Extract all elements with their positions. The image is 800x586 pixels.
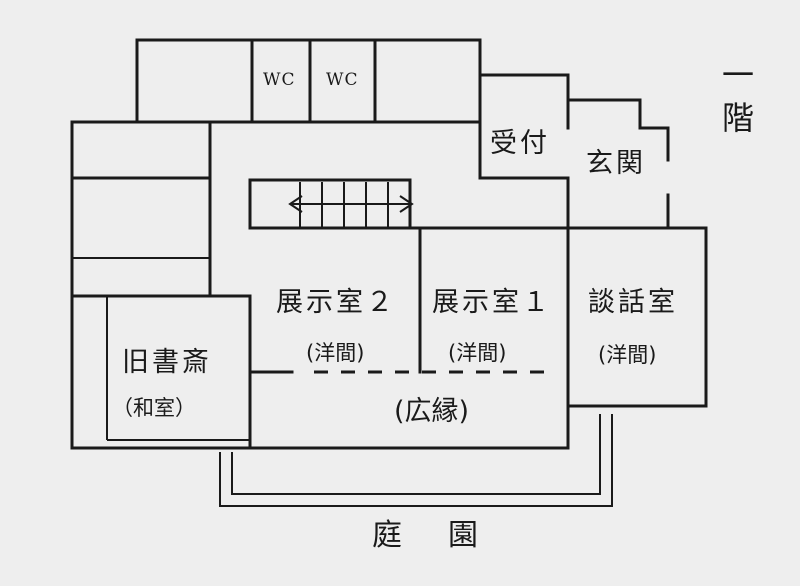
stair-arrow-right-icon xyxy=(399,195,414,213)
study-type-label: （和室） xyxy=(112,396,196,420)
stair-arrow-left-icon xyxy=(288,195,303,213)
garden-path-outer xyxy=(219,414,613,507)
exhibit1-type-label: (洋間) xyxy=(448,341,507,365)
exhibit2-label: 展示室２ xyxy=(276,287,396,318)
wc-label-1: WC xyxy=(263,70,296,90)
floor-label: 一階 xyxy=(722,56,755,138)
garden-path-inner xyxy=(231,414,601,495)
parlor-label: 談話室 xyxy=(588,287,678,318)
wc-label-2: WC xyxy=(326,70,359,90)
exhibit1-label: 展示室１ xyxy=(432,287,552,318)
exhibit2-type-label: (洋間) xyxy=(306,341,365,365)
garden-label: 庭 園 xyxy=(372,518,486,553)
stairs-outline xyxy=(248,178,412,230)
entrance-label: 玄関 xyxy=(586,148,646,179)
veranda-label: (広縁) xyxy=(394,396,470,427)
entrance-outline xyxy=(566,98,670,230)
reception-outline xyxy=(478,73,570,234)
study-label: 旧書斎 xyxy=(122,347,212,378)
reception-label: 受付 xyxy=(490,128,550,159)
parlor-type-label: (洋間) xyxy=(598,343,657,367)
main-block-outline xyxy=(248,226,708,450)
